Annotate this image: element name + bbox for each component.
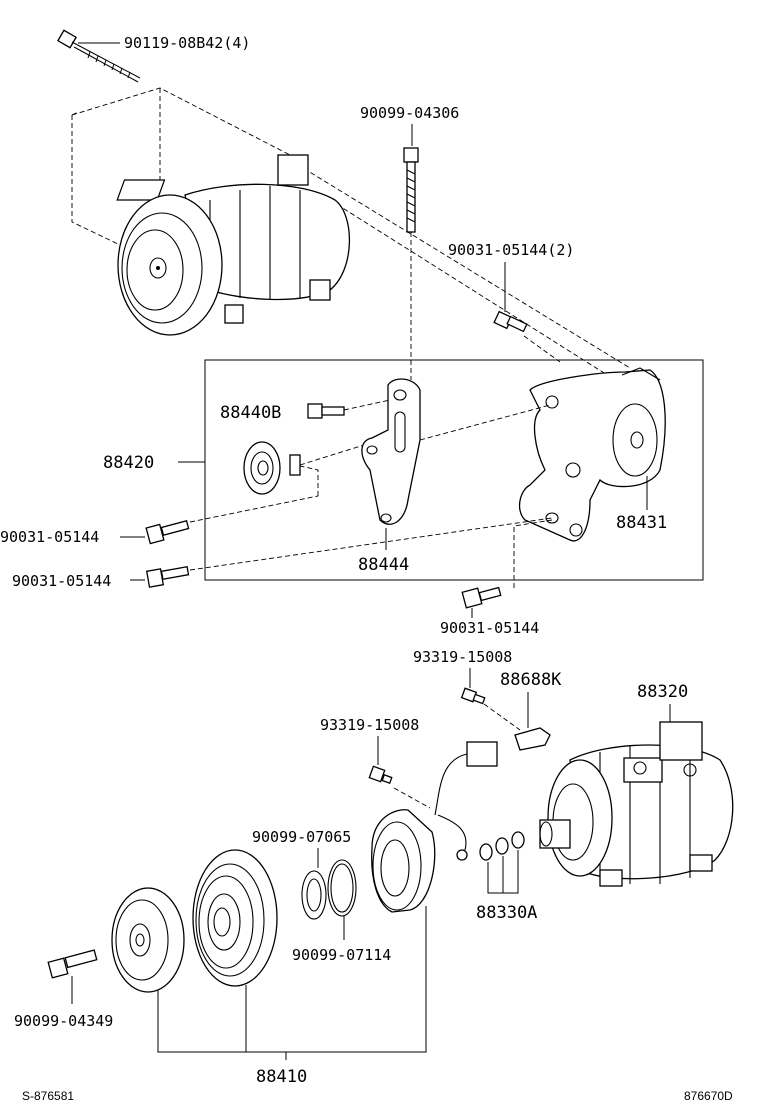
shims-icon: [479, 831, 525, 861]
label-clutch-bolt: 90099-04349: [14, 1012, 113, 1030]
bolt-left-1-icon: [145, 519, 190, 545]
label-main-bracket: 88431: [616, 513, 667, 533]
wire-connector-icon: [434, 741, 498, 861]
compressor-icon: [539, 721, 734, 887]
label-screw-2: 93319-15008: [320, 716, 419, 734]
label-clutch-assy: 88410: [256, 1067, 307, 1087]
footer-right-code: 876670D: [684, 1089, 733, 1103]
screw-2-icon: [368, 765, 393, 785]
bolt-bottom-icon: [461, 586, 502, 609]
label-screw-1: 93319-15008: [413, 648, 512, 666]
idler-pulley-icon: [243, 441, 301, 495]
main-bracket-icon: [518, 367, 666, 542]
bolt-90099-04306-icon: [403, 147, 419, 233]
upper-compressor-drawing: [71, 87, 631, 379]
label-bolt-top: 90119-08B42(4): [124, 34, 250, 52]
screw-1-icon: [460, 687, 486, 705]
label-bolt-left-1: 90031-05144: [0, 528, 99, 546]
bracket-plate-icon: [361, 378, 421, 525]
label-bolt-bottom: 90031-05144: [440, 619, 539, 637]
label-bracket-assy: 88420: [103, 453, 154, 473]
label-bolt-2: 90031-05144(2): [448, 241, 574, 259]
bolt-left-2-icon: [145, 566, 190, 588]
label-snap-ring-2: 90099-07114: [292, 946, 391, 964]
label-snap-ring-1: 90099-07065: [252, 828, 351, 846]
sensor-part-icon: [514, 727, 551, 751]
snap-ring-1-icon: [301, 870, 327, 920]
label-bolt-left-2: 90031-05144: [12, 572, 111, 590]
bolt-90119-08b42-icon: [57, 29, 141, 83]
label-compressor: 88320: [637, 682, 688, 702]
footer-left-code: S-876581: [22, 1089, 74, 1103]
label-bolt-vertical: 90099-04306: [360, 104, 459, 122]
stator-coil-icon: [371, 809, 436, 913]
bolt-90031-05144-2-icon: [493, 310, 528, 333]
clutch-pulley-icon: [192, 849, 278, 987]
clutch-bolt-icon: [47, 949, 98, 979]
idler-bolt-icon: [307, 403, 345, 419]
snap-ring-2-icon: [327, 859, 357, 917]
bracket-assy-frame: [204, 359, 704, 581]
label-sensor-part: 88688K: [500, 670, 562, 690]
label-idler-pulley: 88440B: [220, 403, 281, 423]
pressure-plate-icon: [111, 887, 185, 993]
label-shims: 88330A: [476, 903, 537, 923]
label-bracket-plate: 88444: [358, 555, 409, 575]
